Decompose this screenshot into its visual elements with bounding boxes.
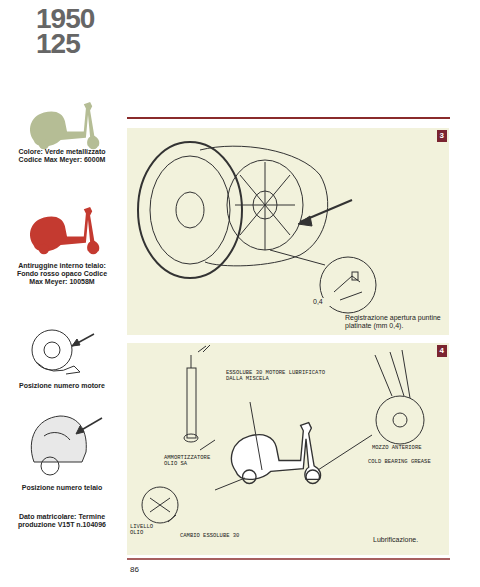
panel-ground	[127, 128, 449, 335]
figure-caption: Lubrificazione.	[373, 536, 443, 544]
part-label: COLD BEARING GREASE	[368, 459, 446, 465]
part-label: ESSOLUBE 30 MOTORE LUBRIFICATO DALLA MIS…	[226, 370, 326, 383]
figure-number: 4	[437, 345, 447, 357]
lubrication-drawing	[142, 345, 424, 523]
part-label: Antiruggine interno telaio: Fondo rosso …	[10, 262, 114, 286]
figure-number: 3	[437, 130, 447, 142]
part-label: AMMORTIZZATORE OLIO SA	[164, 455, 220, 468]
figure-panel: 3Registrazione apertura puntine platinat…	[127, 128, 449, 335]
part-label: MOZZO ANTERIORE	[372, 445, 442, 451]
part-label: Posizione numero motore	[5, 382, 119, 390]
page-title: 1950 125	[36, 6, 108, 56]
flywheel-drawing	[138, 142, 376, 313]
part-label: CAMBIO ESSOLUBE 30	[180, 533, 260, 539]
part-label: 0,4	[313, 298, 333, 306]
part-label: Posizione numero telaio	[5, 484, 119, 492]
figure-caption: Registrazione apertura puntine platinate…	[345, 314, 445, 330]
frame-icon	[31, 416, 102, 475]
part-label: LIVELLO OLIO	[130, 524, 164, 537]
part-label: 86	[130, 565, 150, 574]
panel-ground	[127, 343, 449, 555]
engine-icon	[32, 330, 94, 374]
rule	[127, 117, 450, 119]
part-label: Dato matricolare: Termine produzione V15…	[10, 513, 114, 529]
part-label: Colore: Verde metallizzato Codice Max Me…	[10, 148, 114, 164]
scooter-red	[30, 207, 99, 254]
scooter-green	[30, 102, 99, 149]
rule	[127, 558, 450, 560]
